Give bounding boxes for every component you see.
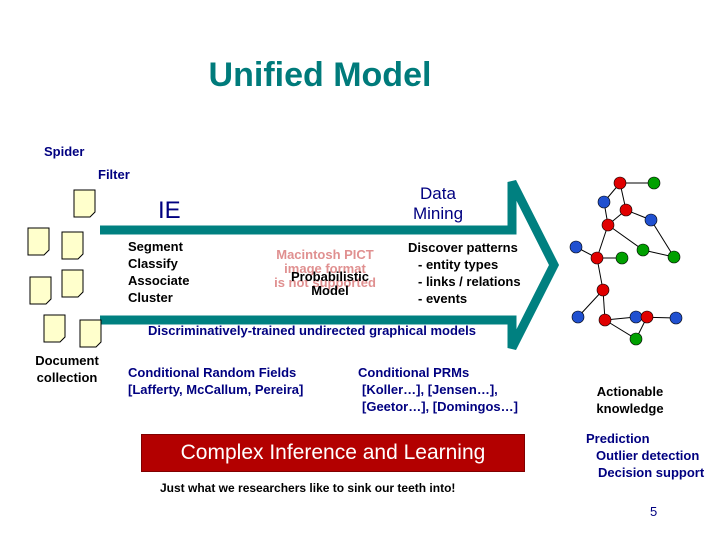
page-number: 5 xyxy=(650,504,658,519)
uses-list: Prediction Outlier detection Decision su… xyxy=(586,431,705,480)
tagline: Just what we researchers like to sink ou… xyxy=(160,481,456,495)
graph-node xyxy=(667,250,681,264)
complex-inference-banner: Complex Inference and Learning xyxy=(141,434,525,472)
document-icon xyxy=(29,276,52,305)
ie-step: Classify xyxy=(128,256,178,271)
graph-node xyxy=(636,243,650,257)
ie-steps: Segment Classify Associate Cluster xyxy=(128,238,189,306)
discriminative-label: Discriminatively-trained undirected grap… xyxy=(148,323,476,338)
graph-node xyxy=(597,195,611,209)
graph-node xyxy=(629,332,643,346)
graph-node xyxy=(647,176,661,190)
prm-label: Conditional PRMs [Koller…], [Jensen…], [… xyxy=(358,365,518,414)
graph-node xyxy=(615,251,629,265)
ie-step: Associate xyxy=(128,273,190,288)
graph-node xyxy=(644,213,658,227)
document-icon xyxy=(73,189,96,218)
filter-label: Filter xyxy=(98,167,130,182)
graph-node xyxy=(598,313,612,327)
document-icon xyxy=(43,314,66,343)
graph-node xyxy=(569,240,583,254)
document-icon xyxy=(61,269,84,298)
graph-node xyxy=(669,311,683,325)
document-icon xyxy=(61,231,84,260)
ie-step: Cluster xyxy=(128,290,173,305)
graph-node xyxy=(601,218,615,232)
crf-label: Conditional Random Fields [Lafferty, McC… xyxy=(128,365,304,397)
discover-patterns: Discover patterns - entity types - links… xyxy=(408,240,521,306)
graph-node xyxy=(629,310,643,324)
document-icon xyxy=(27,227,50,256)
data-mining-label: Data Mining xyxy=(412,184,464,223)
ie-label: IE xyxy=(158,197,181,224)
graph-node xyxy=(590,251,604,265)
actionable-knowledge-label: Actionable knowledge xyxy=(596,384,664,416)
document-icons xyxy=(27,189,102,348)
graph-node xyxy=(571,310,585,324)
pict-placeholder: Macintosh PICT image format is not suppo… xyxy=(274,247,376,290)
probabilistic-model-label: Probabilistic Model xyxy=(290,269,370,298)
document-icon xyxy=(79,319,102,348)
pipeline-arrow xyxy=(100,179,560,351)
ie-step: Segment xyxy=(128,239,183,254)
graph-node xyxy=(596,283,610,297)
graph-nodes xyxy=(569,176,683,346)
graph-node xyxy=(613,176,627,190)
graph-node xyxy=(619,203,633,217)
spider-label: Spider xyxy=(44,144,85,159)
document-collection-label: Document collection xyxy=(35,353,99,385)
slide-title: Unified Model xyxy=(208,56,432,94)
graph-node xyxy=(640,310,654,324)
